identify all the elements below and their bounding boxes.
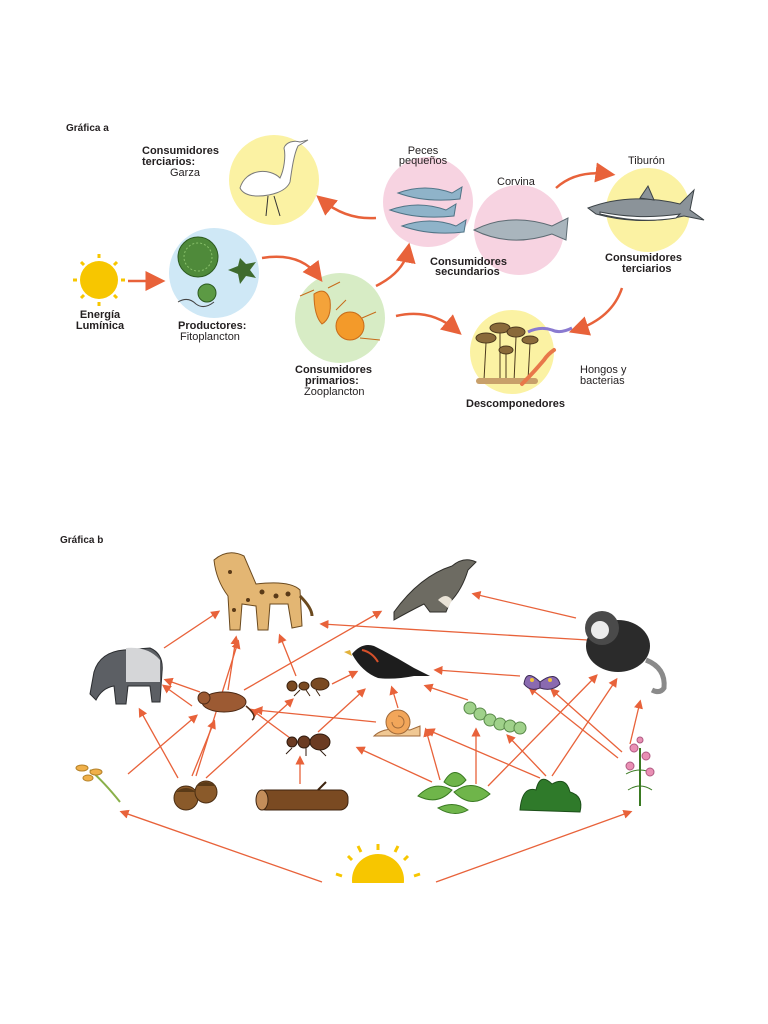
small-fish-label-line1: Peces	[407, 145, 439, 157]
small-fish-circle	[383, 157, 473, 247]
food-chain-diagram	[73, 135, 705, 394]
ocelot-icon	[213, 552, 314, 631]
bush-icon	[519, 778, 582, 813]
heron-name: Garza	[170, 167, 200, 179]
decomposers-label: Descomponedores	[466, 398, 566, 410]
heron-icon	[239, 139, 309, 217]
phytoplankton-icon	[177, 236, 256, 308]
producers-name: Fitoplancton	[180, 331, 240, 343]
log-icon	[255, 781, 349, 811]
zooplankton-icon	[299, 281, 381, 341]
shark-label: Tiburón	[628, 155, 665, 167]
energy-label-line2: Lumínica	[75, 320, 125, 332]
primary-label-line1: Consumidores	[295, 364, 373, 376]
heron-label-line1: Consumidores	[142, 145, 220, 157]
chart-b-title: Gráfica b	[60, 535, 104, 546]
tapir-icon	[89, 647, 163, 705]
corvina-label: Corvina	[497, 176, 535, 188]
tertiary-label-line2: terciarios	[622, 263, 672, 275]
monkey-icon	[585, 611, 667, 695]
food-web-diagram	[75, 552, 667, 883]
snail-icon	[372, 709, 421, 737]
caterpillar-icon	[463, 701, 527, 735]
shark-icon	[586, 184, 705, 221]
small-fish-icon	[388, 186, 467, 234]
secondary-label-line1: Consumidores	[430, 256, 508, 268]
chart-a-title: Gráfica a	[66, 123, 109, 134]
tertiary-label-line1: Consumidores	[605, 252, 683, 264]
flower-plant-icon	[625, 736, 655, 806]
acorn-icon	[173, 780, 218, 811]
hawk-icon	[393, 559, 477, 621]
sun-icon	[335, 844, 421, 883]
mint-plant-icon	[417, 772, 491, 814]
sun-icon	[73, 254, 125, 306]
fungi-label-line2: bacterias	[580, 375, 625, 387]
ant-icon	[286, 677, 330, 697]
producers-label: Productores:	[178, 320, 247, 332]
small-fish-label-line2: pequeños	[398, 155, 448, 167]
beetle-icon	[285, 733, 331, 757]
primary-label-line2: primarios:	[305, 375, 359, 387]
butterfly-icon	[523, 675, 561, 690]
heron-label-line2: terciarios:	[142, 156, 196, 168]
corvina-icon	[472, 217, 569, 241]
fungi-label-line1: Hongos y	[580, 364, 627, 376]
secondary-label-line2: secundarios	[435, 266, 500, 278]
primary-name: Zooplancton	[304, 386, 365, 398]
energy-label-line1: Energía	[79, 309, 121, 321]
wheat-icon	[75, 764, 121, 803]
rat-icon	[197, 691, 255, 721]
bird-icon	[344, 645, 430, 679]
bacteria-icon	[520, 326, 573, 386]
